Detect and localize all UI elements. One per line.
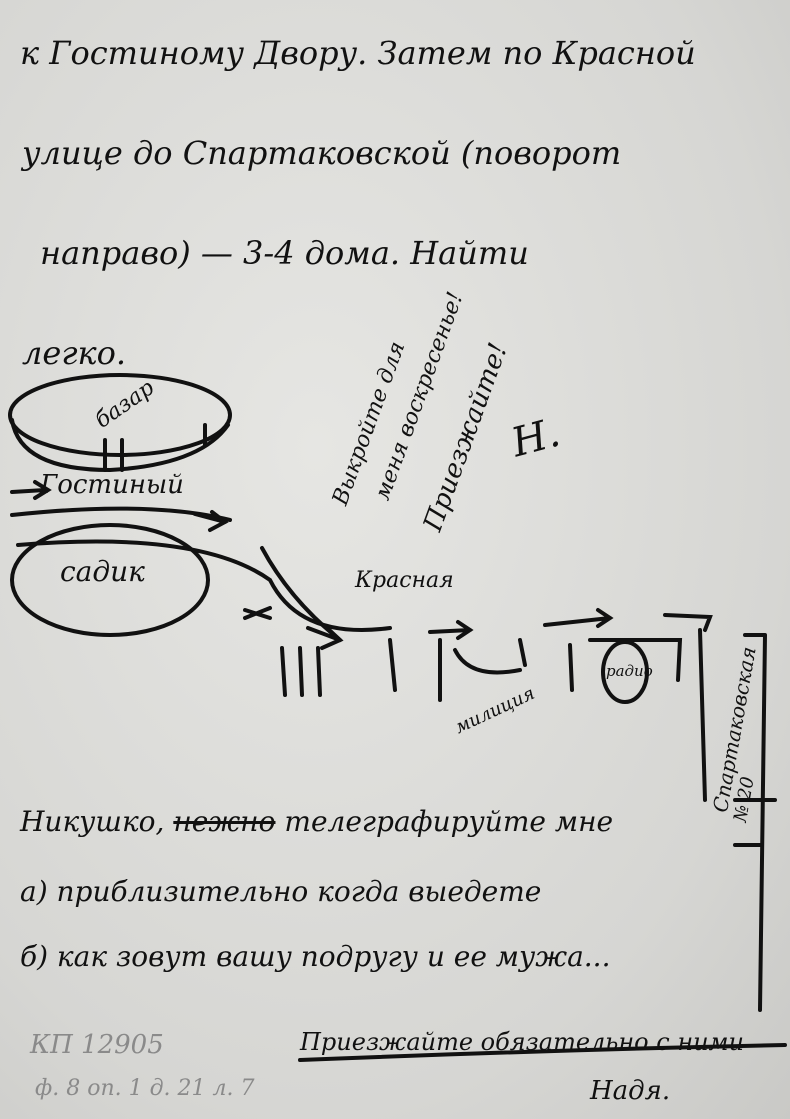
letter-line-1: к Гостиному Двору. Затем по Красной [20, 34, 696, 72]
greeting-rest: телеграфируйте мне [284, 805, 614, 838]
signature: Надя. [590, 1076, 671, 1106]
request-line: Никушко, нежно телеграфируйте мне [20, 805, 613, 838]
letter-line-3: направо) — 3-4 дома. Найти [40, 234, 529, 272]
garden-outline [10, 523, 210, 637]
closing-line: Приезжайте обязательно с ними [300, 1028, 744, 1056]
request-item-b: б) как зовут вашу подругу и ее мужа... [20, 940, 611, 973]
archive-stamp-line-2: ф. 8 оп. 1 д. 21 л. 7 [35, 1076, 255, 1101]
struck-word: нежно [173, 805, 276, 838]
map-label-radio: радио [606, 662, 653, 680]
archive-stamp-line-1: КП 12905 [30, 1030, 164, 1060]
gostiny-road-1 [10, 506, 232, 522]
request-item-a: а) приблизительно когда выедете [20, 875, 542, 908]
letter-line-4: легко. [22, 334, 127, 372]
closing-underline [298, 1043, 787, 1062]
krasnaya-road [16, 539, 392, 632]
letter-line-2: улице до Спартаковской (поворот [22, 134, 622, 172]
map-label-krasnaya: Красная [355, 568, 454, 593]
map-label-garden: садик [60, 555, 145, 588]
map-label-gostiny: Гостиный [40, 470, 184, 500]
greeting: Никушко, [20, 805, 165, 838]
